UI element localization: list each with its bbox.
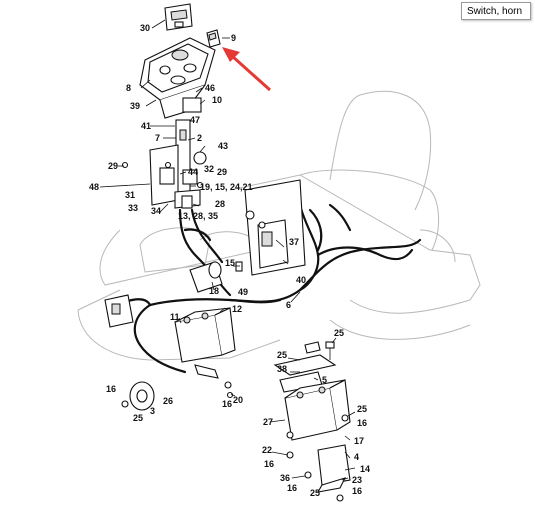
- callout-16-horn: 16: [106, 384, 116, 394]
- callout-23: 23: [352, 475, 362, 485]
- callout-31: 31: [125, 190, 135, 200]
- callout-38: 38: [277, 364, 287, 374]
- callout-29-left: 29: [108, 161, 118, 171]
- callout-16-right: 16: [357, 418, 367, 428]
- callout-39: 39: [130, 101, 140, 111]
- callout-20: 20: [233, 395, 243, 405]
- callout-2: 2: [197, 133, 202, 143]
- callout-9: 9: [231, 33, 236, 43]
- callout-25-mid: 25: [277, 350, 287, 360]
- horn: [121, 381, 155, 411]
- callout-19-15-24-21: 19, 15, 24,21: [200, 182, 253, 192]
- callout-11: 11: [170, 312, 180, 322]
- callout-43: 43: [218, 141, 228, 151]
- callout-49: 49: [238, 287, 248, 297]
- callout-22: 22: [262, 445, 272, 455]
- callout-36: 36: [280, 473, 290, 483]
- callout-5: 5: [322, 375, 327, 385]
- pointer-arrow: [222, 47, 272, 92]
- part-tooltip: Switch, horn: [461, 2, 531, 20]
- callout-25-foot: 25: [310, 488, 320, 498]
- callout-10: 10: [212, 95, 222, 105]
- callout-25-top: 25: [334, 328, 344, 338]
- callout-27: 27: [263, 417, 273, 427]
- callout-33: 33: [128, 203, 138, 213]
- callout-46: 46: [205, 83, 215, 93]
- callout-13-28-35: 13, 28, 35: [178, 211, 218, 221]
- callout-41: 41: [141, 121, 151, 131]
- callout-48: 48: [89, 182, 99, 192]
- callout-28: 28: [215, 199, 225, 209]
- callout-16-low: 16: [264, 459, 274, 469]
- callout-12: 12: [232, 304, 242, 314]
- callout-16-bottom: 16: [222, 399, 232, 409]
- callout-29-right: 29: [217, 167, 227, 177]
- steering-column: [149, 97, 207, 209]
- rear-control-box: [244, 179, 306, 276]
- callout-25-horn: 25: [133, 413, 143, 423]
- callout-44: 44: [188, 167, 198, 177]
- callout-34: 34: [151, 206, 161, 216]
- starter-motor: [189, 261, 243, 293]
- callout-3: 3: [150, 406, 155, 416]
- dash-console: [139, 37, 216, 119]
- fuse-block: [104, 294, 134, 328]
- callout-7: 7: [155, 133, 160, 143]
- callout-6: 6: [286, 300, 291, 310]
- callout-4: 4: [354, 452, 359, 462]
- callout-18: 18: [209, 286, 219, 296]
- callout-37: 37: [289, 237, 299, 247]
- callout-25-right: 25: [357, 404, 367, 414]
- callout-15: 15: [225, 258, 235, 268]
- callout-30: 30: [140, 23, 150, 33]
- leader-lines: [99, 19, 356, 481]
- callout-14: 14: [360, 464, 370, 474]
- callout-8: 8: [126, 83, 131, 93]
- battery-left: [174, 307, 236, 379]
- callout-17: 17: [354, 436, 364, 446]
- machine-outline: [77, 90, 481, 361]
- battery-right: [273, 341, 351, 502]
- callout-labels: 30 9 8 46 10 39 47 41 7 2 43 29 32 29 44…: [89, 23, 370, 498]
- horn-switch: [206, 29, 221, 48]
- callout-32: 32: [204, 164, 214, 174]
- callout-16-foot: 16: [287, 483, 297, 493]
- display-panel: [164, 3, 193, 31]
- callout-16-foot-right: 16: [352, 486, 362, 496]
- callout-40: 40: [296, 275, 306, 285]
- callout-26: 26: [163, 396, 173, 406]
- callout-47: 47: [190, 115, 200, 125]
